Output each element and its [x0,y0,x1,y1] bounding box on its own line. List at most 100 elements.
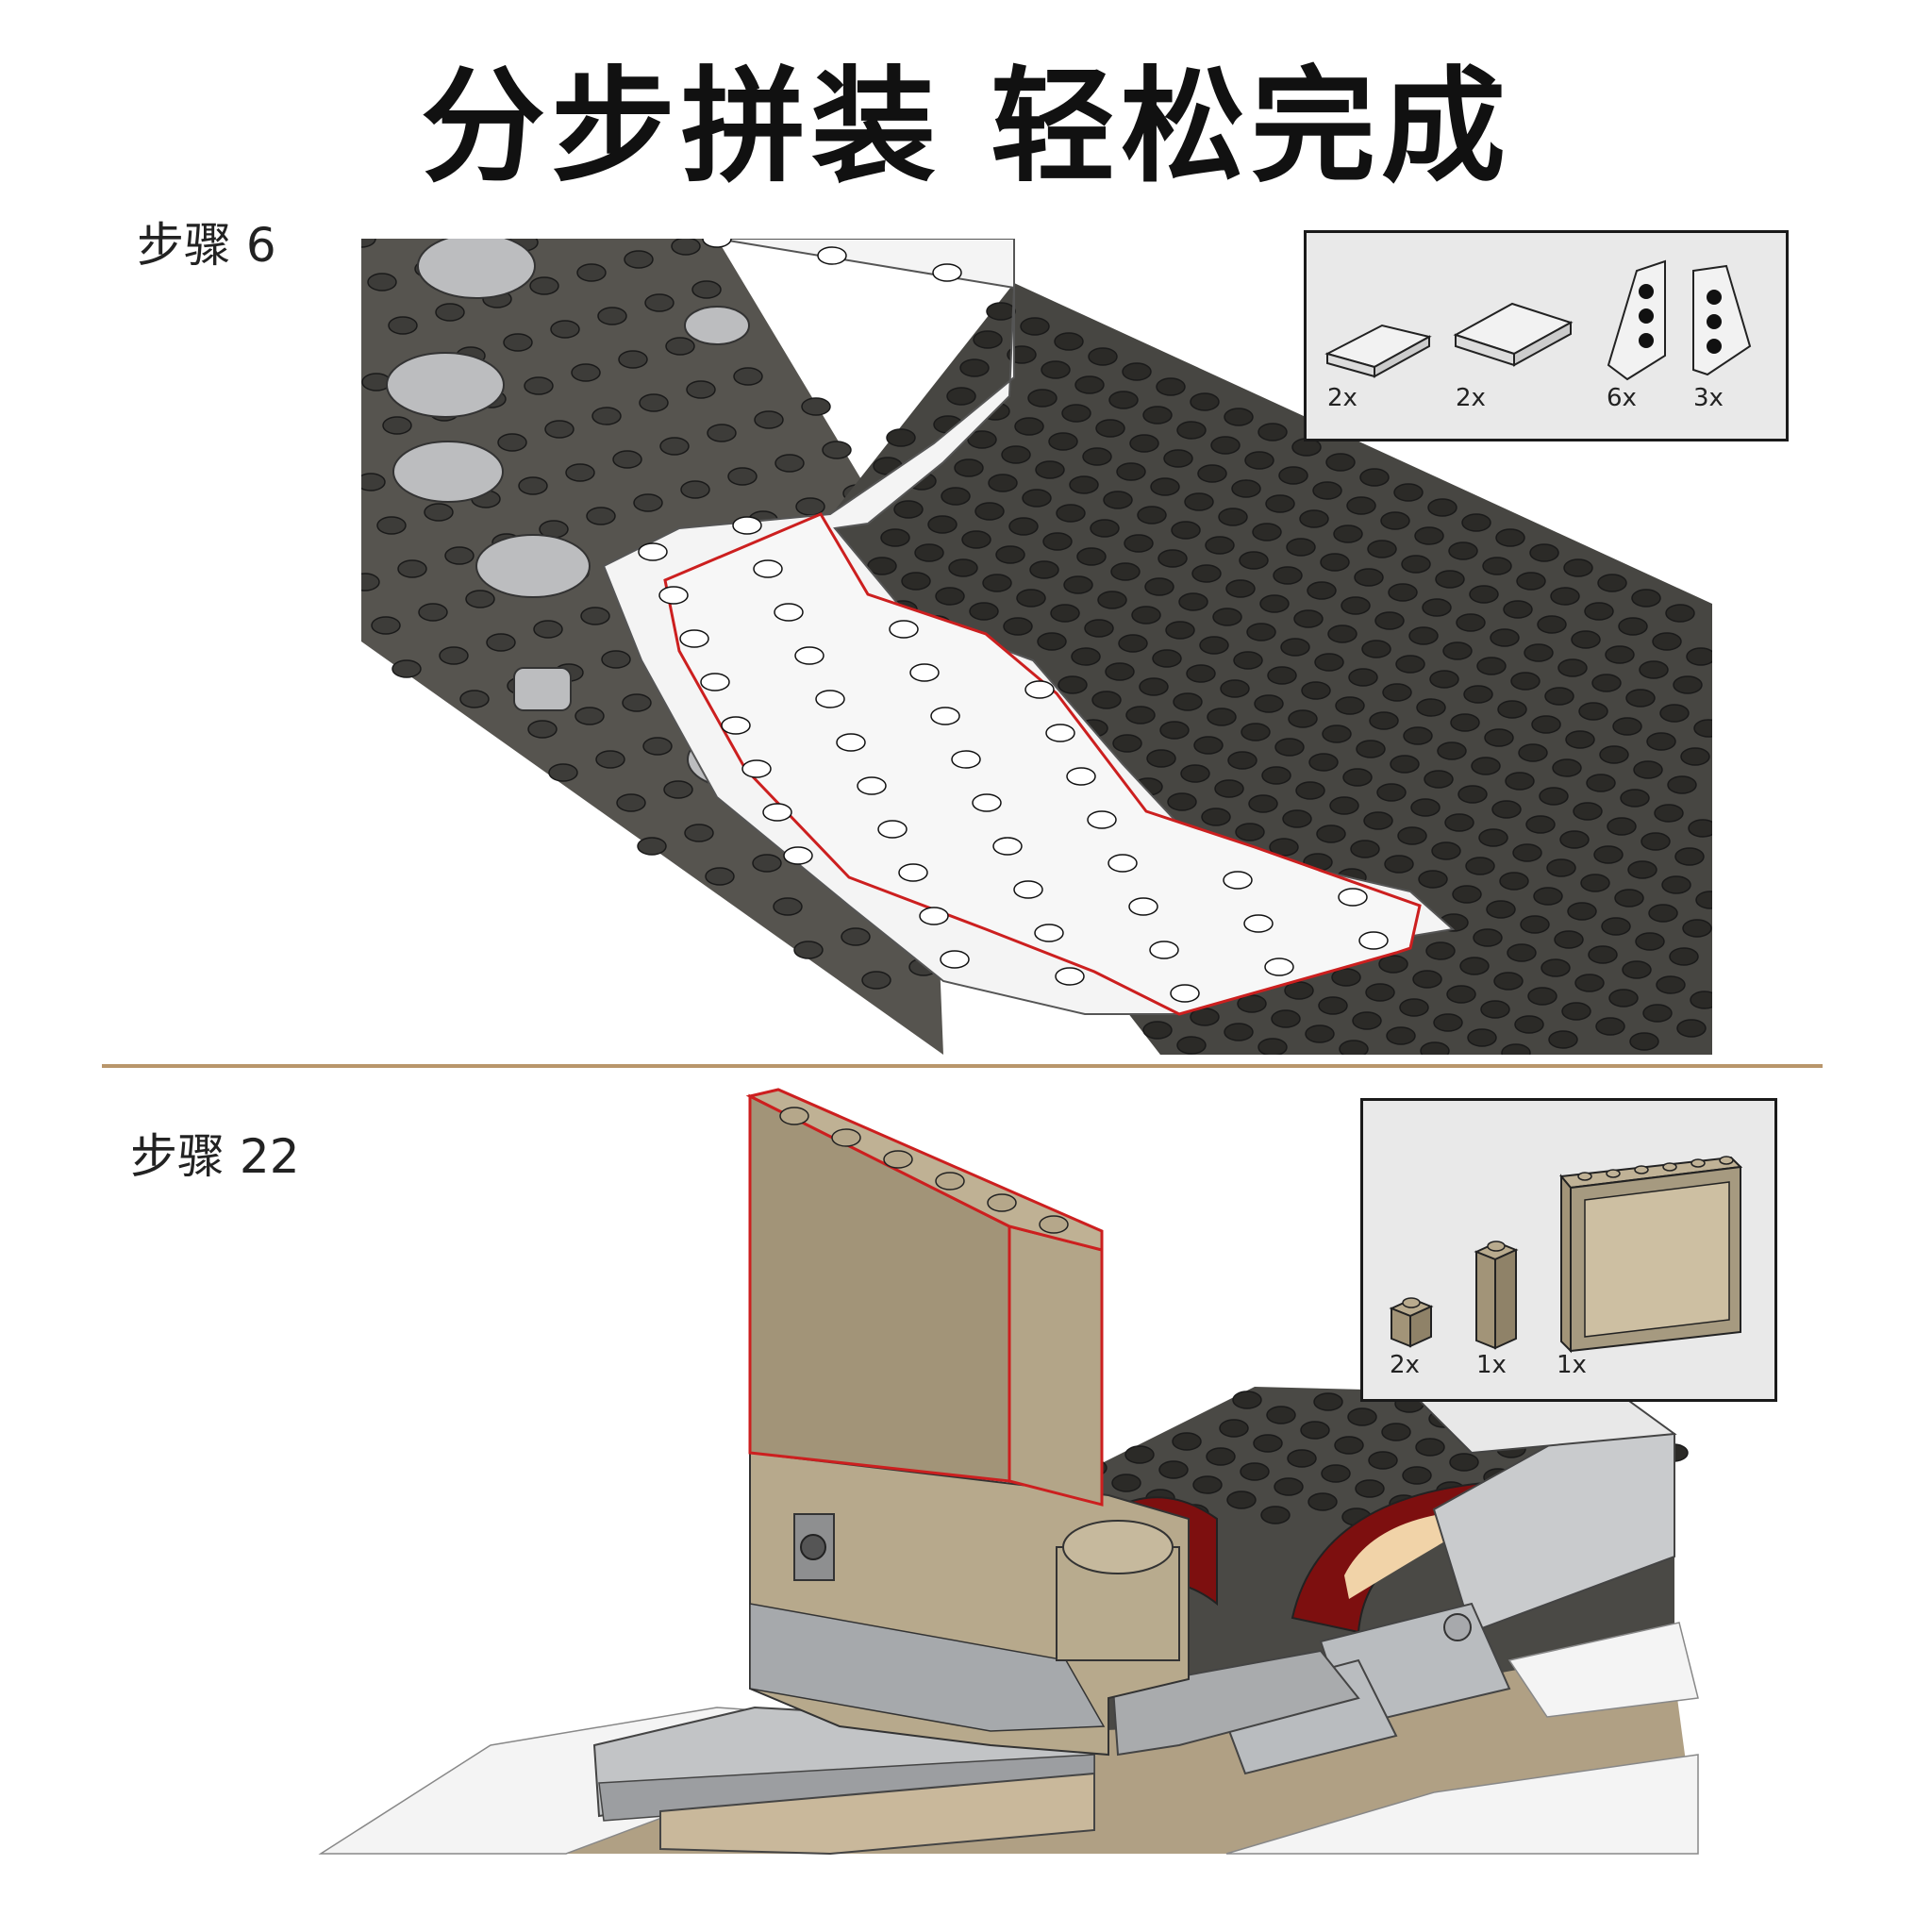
stud [1533,887,1563,906]
stud [1612,717,1642,736]
stud [1476,657,1507,675]
stud [1124,1445,1155,1464]
stud [1082,447,1112,466]
white-stud [1055,967,1085,986]
stud [361,239,376,248]
white-stud [857,776,887,795]
stud [1652,632,1682,651]
stud [774,454,805,473]
stud [1329,796,1359,815]
stud [1341,596,1371,615]
stud [1118,634,1148,653]
stud [1029,560,1059,579]
stud [1415,1438,1445,1457]
stud [1325,453,1356,472]
white-stud [1223,871,1253,890]
white-stud [1108,854,1138,873]
stud [529,276,559,295]
stud [1393,483,1424,502]
stud [1431,841,1461,860]
stud [680,480,710,499]
stud [686,380,716,399]
tile-1x4-icon [1324,324,1432,378]
stud [1446,985,1476,1004]
stud [1682,919,1712,938]
stud [1152,649,1182,668]
stud [595,750,625,769]
stud [1659,704,1690,723]
stud [601,650,631,669]
stud [1008,517,1039,536]
stud [1669,947,1699,966]
stud [1429,670,1459,689]
stud [1016,589,1046,608]
technic-pin [1443,1613,1472,1641]
wedge-plate-right-icon [1692,264,1752,376]
gray-plate-right [1111,1649,1360,1757]
stud [1105,662,1135,681]
stud [1478,828,1508,847]
stud [1091,691,1122,709]
stud [637,837,667,856]
stud [1335,696,1365,715]
stud [1139,677,1169,696]
stud [618,350,648,369]
stud [1554,930,1584,949]
stud [1567,902,1597,921]
stud [941,487,971,506]
stud [1673,675,1703,694]
stud [1278,466,1308,485]
stud [1097,591,1127,609]
stud [1287,1449,1317,1468]
part-qty: 6x [1607,384,1637,412]
stud [901,572,931,591]
stud [1571,630,1601,649]
stud [1625,689,1656,708]
stud [1412,970,1442,989]
stud [1314,653,1344,672]
stud [1122,362,1152,381]
stud [1158,1460,1189,1479]
stud [1529,543,1559,562]
stud [822,441,852,459]
stud [1601,917,1631,936]
stud [1042,532,1073,551]
stud [391,659,422,678]
part-qty: 2x [1327,384,1357,412]
stud [1399,998,1429,1017]
stud [1352,1011,1382,1030]
stud [1614,889,1644,908]
white-stud [700,673,730,691]
stud [459,690,490,708]
stud [1408,626,1439,645]
white-stud [794,646,824,665]
stud [1565,730,1595,749]
stud [1654,804,1684,823]
stud [544,420,575,439]
stud [1608,989,1639,1008]
stud [1688,819,1712,838]
stud [1524,643,1554,662]
white-stud [1243,914,1274,933]
stud [1244,451,1274,470]
stud [1667,775,1697,794]
stud [1622,960,1652,979]
stud [1642,1004,1673,1023]
stud [1646,732,1676,751]
stud [705,867,735,886]
stud [1620,789,1650,808]
stud [1176,1036,1207,1055]
stud [418,603,448,622]
white-stud [817,246,847,265]
stud [1088,347,1118,366]
stud [1665,604,1695,623]
stud [1546,858,1576,877]
stud [1112,734,1142,753]
stud [1237,994,1267,1013]
stud [1469,585,1499,604]
stud [691,280,722,299]
stud [1641,832,1671,851]
stud [1231,479,1261,498]
stud [948,558,978,577]
part-qty: 2x [1390,1351,1420,1379]
